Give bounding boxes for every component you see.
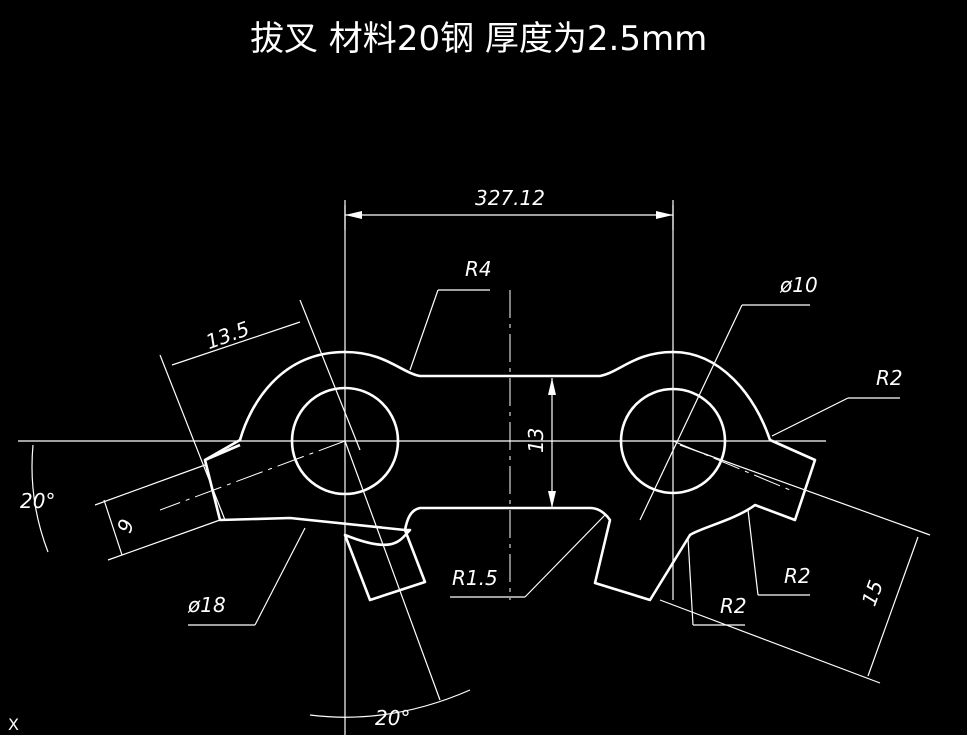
left-hole bbox=[290, 386, 400, 496]
label-angle-left: 20° bbox=[20, 489, 55, 513]
leader-r1-5: R1.5 bbox=[450, 514, 606, 598]
dim-13-5: 13.5 bbox=[159, 299, 361, 521]
dim-angle-left: 20° bbox=[20, 444, 55, 553]
leader-dia10: ø10 bbox=[639, 273, 818, 521]
label-r2-right: R2 bbox=[876, 366, 903, 390]
dim-angle-bottom: 20° bbox=[309, 440, 471, 730]
center-lines bbox=[18, 200, 826, 735]
label-13-5: 13.5 bbox=[202, 316, 252, 354]
label-13: 13 bbox=[524, 428, 548, 453]
leader-r2-bottom: R2 bbox=[687, 537, 747, 626]
label-r2-lower: R2 bbox=[784, 564, 811, 588]
dim-13: 13 bbox=[524, 378, 556, 508]
axis-marker-x: X bbox=[8, 715, 19, 734]
label-r2-bottom: R2 bbox=[720, 594, 747, 618]
dim-9: 9 bbox=[94, 464, 221, 561]
leader-dia18: ø18 bbox=[187, 527, 306, 626]
label-angle-bottom: 20° bbox=[375, 706, 410, 730]
label-dia10: ø10 bbox=[779, 273, 818, 297]
label-15: 15 bbox=[857, 577, 888, 609]
right-hole bbox=[619, 387, 727, 495]
label-9: 9 bbox=[112, 516, 139, 536]
leader-r2-lower: R2 bbox=[747, 509, 811, 596]
leader-r2-right: R2 bbox=[771, 366, 903, 437]
dim-top-length-label: 327.12 bbox=[475, 186, 545, 210]
leader-r4: R4 bbox=[409, 257, 492, 371]
label-r4: R4 bbox=[465, 257, 492, 281]
drawing-title: 拔叉 材料20钢 厚度为2.5mm bbox=[250, 19, 707, 59]
dim-top-length: 327.12 bbox=[344, 186, 674, 230]
label-dia18: ø18 bbox=[187, 593, 226, 617]
label-r1-5: R1.5 bbox=[452, 566, 498, 590]
